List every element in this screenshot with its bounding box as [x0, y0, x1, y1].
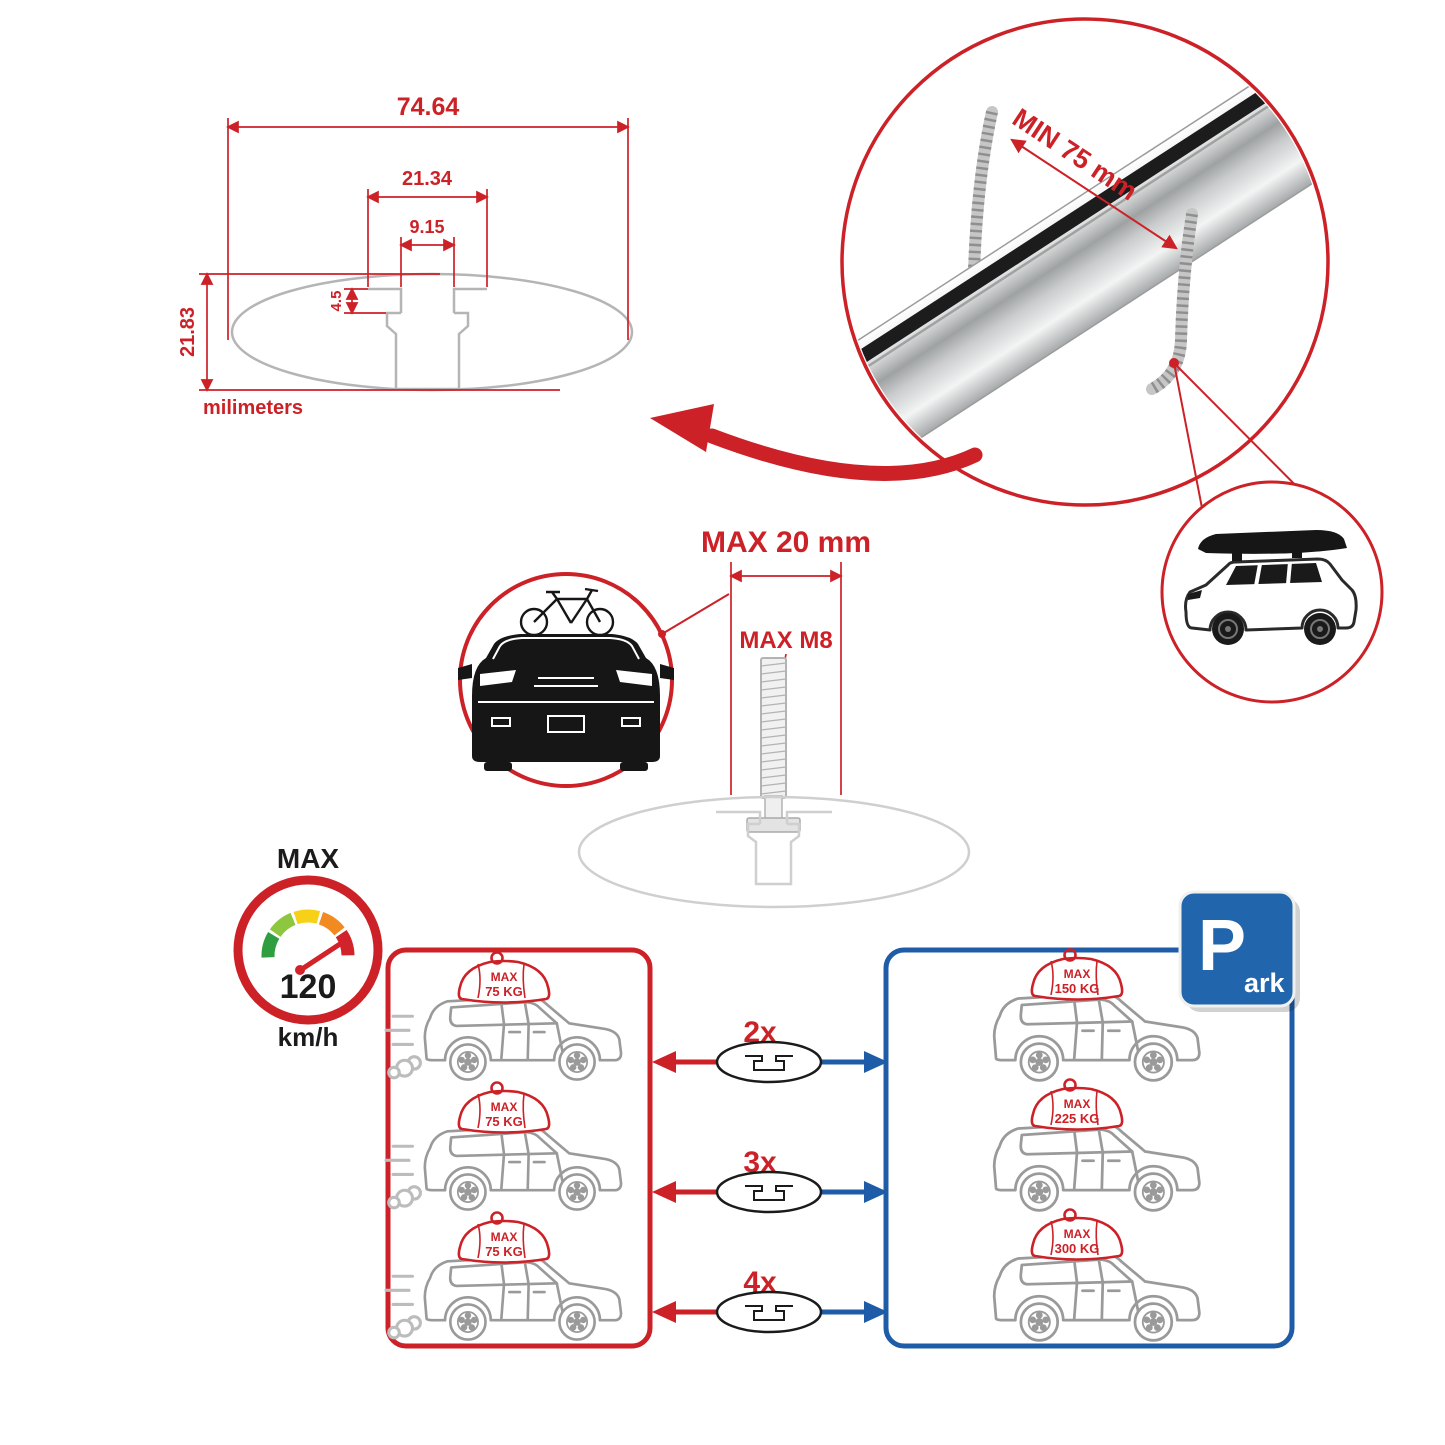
threaded-rod-rear — [968, 106, 998, 278]
static-cars: MAX 150 KG MAX 225 KG MAX 300 KG — [994, 948, 1199, 1341]
static-bag-2-value: 225 KG — [1055, 1111, 1100, 1126]
bar-detail-circle: MIN 75 mm — [840, 17, 1330, 507]
suv-wheels — [1212, 613, 1336, 645]
profile-outline — [230, 272, 634, 392]
units-label: milimeters — [203, 397, 303, 419]
dim-width-upper: 21.34 — [402, 168, 453, 190]
faded-profile — [577, 795, 971, 909]
roofbox-car-circle — [1160, 480, 1384, 704]
static-bag-2-label: MAX — [1064, 1097, 1091, 1111]
gauge-unit: km/h — [278, 1022, 339, 1052]
bolt-section: MAX 20 mm MAX M8 — [577, 526, 971, 909]
dim-width-slot: 9.15 — [409, 217, 444, 237]
roof-box — [1198, 530, 1347, 554]
dim-width-total: 74.64 — [397, 93, 460, 121]
dynamic-bag-2-value: 75 KG — [485, 1114, 523, 1129]
dimension-lines — [199, 118, 630, 392]
dynamic-cars: MAX 75 KG MAX 75 KG MAX 75 KG — [384, 951, 621, 1340]
suv-with-roofbox — [1184, 530, 1358, 645]
bike-leader-dot — [658, 630, 666, 638]
parking-suffix: ark — [1244, 968, 1286, 998]
gauge-segments — [261, 909, 355, 958]
gauge-ring — [233, 875, 383, 1025]
bike-car-circle — [458, 572, 730, 788]
dynamic-bag-3-value: 75 KG — [485, 1244, 523, 1259]
parking-sign: P ark — [1178, 890, 1300, 1012]
dim-height-total: 21.83 — [177, 307, 199, 357]
bike-leader-line — [661, 593, 730, 635]
dynamic-bag-1-label: MAX — [491, 970, 518, 984]
pointer-arrow — [650, 404, 983, 481]
static-bag-1-label: MAX — [1064, 967, 1091, 981]
min-distance-arrow — [1010, 138, 1178, 250]
static-bag-3-label: MAX — [1064, 1227, 1091, 1241]
car-front-icon — [458, 634, 674, 771]
dynamic-bag-1-value: 75 KG — [485, 984, 523, 999]
bar-profile-icon — [715, 1290, 823, 1334]
callout-line-left — [1173, 362, 1203, 509]
bar-profile-icon — [715, 1040, 823, 1084]
gauge-pivot — [295, 965, 305, 975]
static-bag-1-value: 150 KG — [1055, 981, 1100, 996]
bolt-max-width-label: MAX 20 mm — [701, 526, 871, 559]
bar-profile-icon — [715, 1170, 823, 1214]
dynamic-bag-2-label: MAX — [491, 1100, 518, 1114]
threaded-rod-front — [1146, 208, 1198, 395]
bolt-graphic — [746, 657, 801, 833]
gauge-value: 120 — [280, 968, 337, 1006]
gauge-max-label: MAX — [277, 843, 340, 874]
bolt-max-thread-label: MAX M8 — [739, 627, 832, 654]
static-bag-3-value: 300 KG — [1055, 1241, 1100, 1256]
dim-lip-depth: 4.5 — [328, 291, 345, 312]
count-row-4x: 4x — [652, 1266, 888, 1334]
parking-letter: P — [1198, 906, 1246, 986]
count-row-3x: 3x — [652, 1146, 888, 1214]
gauge-needle — [296, 939, 346, 974]
dynamic-bag-3-label: MAX — [491, 1230, 518, 1244]
cross-section-drawing: 74.64 21.34 9.15 4.5 21.83 milimeters — [177, 93, 634, 419]
count-row-2x: 2x — [652, 1016, 888, 1084]
speed-gauge: MAX 120 km/h — [233, 843, 383, 1052]
